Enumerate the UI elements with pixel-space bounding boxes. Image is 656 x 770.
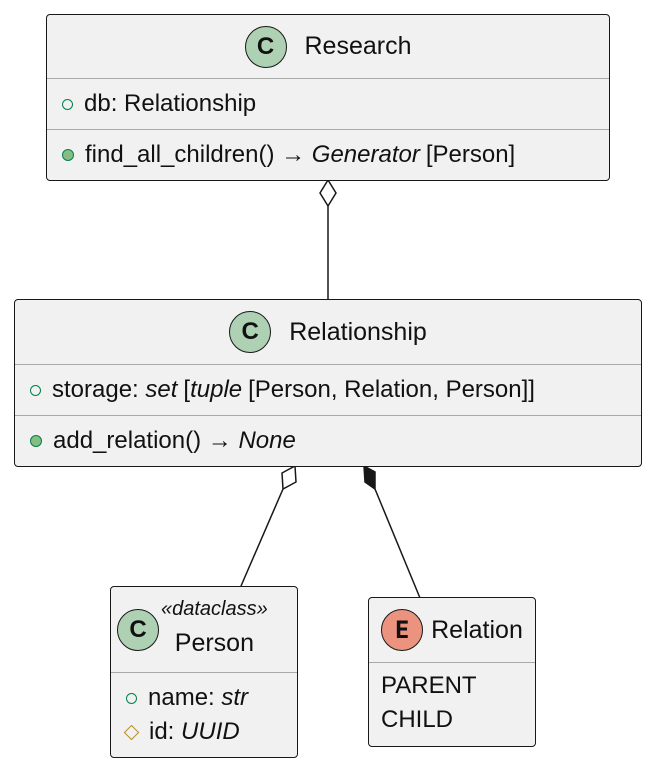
research-header: C Research: [47, 15, 609, 78]
research-title: Research: [304, 32, 412, 60]
research-aggregation-diamond: [319, 178, 337, 208]
class-icon: C: [117, 608, 159, 651]
divider: [47, 129, 609, 130]
relation-header: E Relation: [369, 598, 535, 662]
person-field-id: id: UUID: [111, 715, 297, 749]
relationship-field-storage: storage: set[tuple[Person, Relation, Per…: [15, 365, 641, 415]
public-field-icon: [126, 692, 137, 704]
research-class[interactable]: C Research db: Relationship find_all_chi…: [46, 14, 610, 181]
relation-enum[interactable]: E Relation PARENT CHILD: [368, 597, 536, 747]
research-field-db: db: Relationship: [47, 79, 609, 129]
public-field-icon: [62, 98, 73, 110]
divider: [15, 415, 641, 416]
person-field-name: name: str: [111, 681, 297, 715]
public-method-icon: [62, 149, 74, 161]
person-aggregation-diamond: [281, 464, 297, 491]
enum-value-parent: PARENT: [381, 672, 477, 699]
relationship-method: add_relation() → None: [15, 416, 641, 466]
divider: [111, 672, 297, 673]
enum-icon: E: [381, 609, 424, 651]
relationship-relation-link: [374, 488, 421, 599]
relationship-title: Relationship: [289, 317, 427, 346]
relationship-person-link: [240, 488, 284, 587]
person-header: C «dataclass» Person: [111, 587, 297, 672]
person-stereotype: «dataclass»: [161, 597, 268, 620]
public-method-icon: [30, 435, 42, 447]
relationship-header: C Relationship: [15, 300, 641, 364]
relation-title: Relation: [431, 615, 523, 644]
divider: [15, 364, 641, 365]
relation-composition-diamond: [363, 464, 376, 491]
divider: [369, 662, 535, 663]
class-icon: C: [229, 311, 272, 353]
person-class[interactable]: C «dataclass» Person name: str id: UUID: [110, 586, 298, 758]
divider: [47, 78, 609, 79]
enum-value-child: CHILD: [381, 706, 454, 733]
research-method: find_all_children() → Generator[Person]: [47, 130, 609, 180]
class-icon: C: [244, 25, 287, 68]
public-field-icon: [30, 384, 41, 396]
person-title: Person: [174, 628, 254, 657]
relationship-class[interactable]: C Relationship storage: set[tuple[Person…: [14, 299, 642, 467]
protected-field-icon: [123, 724, 140, 740]
